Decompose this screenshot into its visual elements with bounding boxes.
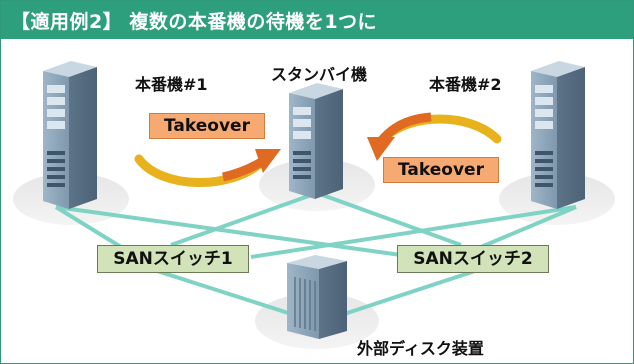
takeover-box-right: Takeover <box>383 157 499 183</box>
page-title: 【適用例2】 複数の本番機の待機を1つに <box>11 11 378 33</box>
server-standby-label: スタンバイ機 <box>271 65 368 84</box>
storage-label: 外部ディスク装置 <box>357 339 484 358</box>
takeover-arrow-left-icon <box>134 149 281 187</box>
server-prod1-label: 本番機#1 <box>135 75 208 94</box>
server-standby-icon <box>289 83 343 199</box>
storage-disk-icon <box>287 255 347 339</box>
san-switch-2-box: SANスイッチ2 <box>397 245 549 273</box>
takeover-box-left: Takeover <box>149 113 265 139</box>
header-bar: 【適用例2】 複数の本番機の待機を1つに <box>1 1 633 39</box>
server-prod1-icon <box>43 61 97 209</box>
san-link-lines <box>54 191 577 321</box>
server-prod2-icon <box>531 61 585 209</box>
takeover-arrow-right-icon <box>367 112 502 161</box>
server-prod2-label: 本番機#2 <box>429 75 502 94</box>
san-switch-1-box: SANスイッチ1 <box>97 245 249 273</box>
